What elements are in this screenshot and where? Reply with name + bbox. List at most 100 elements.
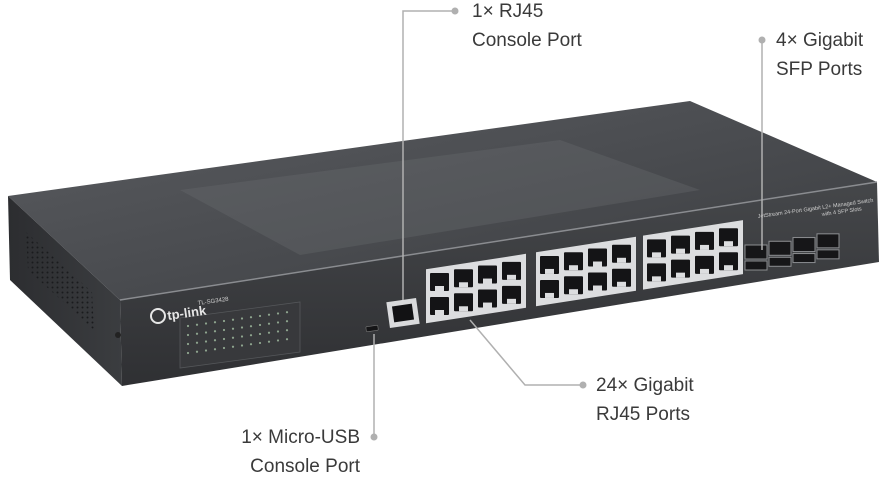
port-led bbox=[231, 327, 235, 330]
rj45-port-latch bbox=[459, 282, 468, 288]
port-led bbox=[267, 331, 271, 334]
port-led bbox=[267, 322, 271, 325]
rj45-port-latch bbox=[593, 261, 602, 267]
port-led bbox=[204, 349, 208, 352]
sfp-slot-lower bbox=[744, 260, 768, 271]
rj45-port-block bbox=[426, 220, 743, 324]
rj45-port bbox=[478, 289, 497, 308]
callout-micro-usb-line2: Console Port bbox=[250, 456, 360, 477]
callout-console-rj45-line2: Console Port bbox=[472, 30, 582, 51]
port-led bbox=[186, 342, 190, 346]
port-led bbox=[204, 340, 208, 343]
rj45-port-latch bbox=[569, 265, 578, 271]
rj45-block-frame bbox=[426, 253, 526, 324]
callout-sfp-line2: SFP Ports bbox=[776, 59, 863, 80]
port-led-indicators bbox=[186, 311, 289, 355]
rj45-port-latch bbox=[483, 302, 492, 308]
port-led bbox=[195, 323, 199, 326]
port-led bbox=[276, 312, 280, 315]
port-led bbox=[186, 324, 190, 328]
led-panel bbox=[179, 301, 301, 369]
rj45-port bbox=[430, 297, 449, 315]
port-led bbox=[213, 348, 217, 351]
callout-micro-usb-line1: 1× Micro-USB bbox=[241, 427, 360, 448]
rack-ear-hole bbox=[115, 332, 121, 338]
callout-line-console-rj45 bbox=[402, 10, 455, 300]
sfp-slot bbox=[744, 244, 768, 260]
rj45-port bbox=[540, 255, 559, 274]
port-led bbox=[195, 341, 199, 344]
port-led bbox=[213, 321, 217, 324]
sfp-slot-lower bbox=[792, 253, 816, 264]
callout-rj45-ports-line1: 24× Gigabit bbox=[596, 375, 694, 396]
port-led bbox=[213, 339, 217, 342]
port-led bbox=[276, 321, 280, 324]
callout-rj45-ports: 24× Gigabit RJ45 Ports bbox=[596, 371, 694, 429]
rj45-port bbox=[454, 293, 473, 312]
rj45-port-latch bbox=[507, 274, 516, 280]
front-label-line2: with 4 SFP Slots bbox=[820, 206, 862, 218]
port-led bbox=[186, 333, 190, 337]
port-led bbox=[195, 332, 199, 335]
rj45-port bbox=[612, 268, 631, 287]
sfp-slot-lower bbox=[768, 256, 792, 267]
rj45-port-latch bbox=[545, 292, 554, 298]
port-led bbox=[285, 329, 289, 332]
port-led bbox=[231, 318, 235, 321]
front-top-edge bbox=[119, 181, 878, 301]
rj45-port bbox=[454, 269, 473, 288]
callout-console-rj45-line1: 1× RJ45 bbox=[472, 1, 544, 22]
rj45-port bbox=[540, 279, 559, 298]
rj45-port bbox=[564, 276, 583, 295]
switch-top-surface bbox=[8, 101, 877, 300]
port-led bbox=[240, 335, 244, 338]
rj45-port-latch bbox=[507, 298, 516, 304]
callout-console-rj45: 1× RJ45 Console Port bbox=[472, 0, 582, 55]
port-led bbox=[240, 317, 244, 320]
sfp-slot bbox=[792, 237, 816, 253]
callout-line-rj45-ports bbox=[469, 319, 583, 386]
rj45-port-latch bbox=[617, 257, 626, 263]
callout-rj45-ports-line2: RJ45 Ports bbox=[596, 404, 690, 425]
rj45-port bbox=[695, 255, 714, 274]
console-rj45-jack bbox=[391, 303, 415, 323]
rj45-port bbox=[695, 231, 714, 250]
port-led bbox=[222, 328, 226, 332]
rj45-port-latch bbox=[545, 268, 554, 274]
rj45-port bbox=[671, 259, 690, 278]
rj45-port-latch bbox=[483, 278, 492, 284]
rj45-port-latch bbox=[459, 306, 468, 312]
port-led bbox=[222, 346, 226, 350]
top-highlight bbox=[180, 140, 700, 255]
rj45-port-latch bbox=[652, 252, 661, 258]
left-vent-grid bbox=[26, 232, 94, 330]
port-led bbox=[195, 350, 199, 353]
port-led bbox=[240, 326, 244, 329]
callout-lines bbox=[370, 7, 766, 441]
sfp-slot-lower bbox=[816, 249, 840, 260]
rj45-port-latch bbox=[700, 244, 709, 250]
port-led bbox=[258, 341, 262, 345]
rj45-port-latch bbox=[724, 265, 733, 271]
rj45-port-latch bbox=[435, 310, 444, 315]
port-led bbox=[285, 320, 289, 323]
rj45-port bbox=[430, 273, 449, 291]
port-led bbox=[186, 351, 190, 355]
rj45-port bbox=[564, 252, 583, 271]
rj45-port bbox=[612, 244, 631, 263]
callout-sfp: 4× Gigabit SFP Ports bbox=[776, 26, 863, 84]
rj45-port bbox=[478, 265, 497, 284]
callout-micro-usb: 1× Micro-USB Console Port bbox=[222, 423, 360, 481]
rj45-port-latch bbox=[700, 268, 709, 274]
rj45-block-frame bbox=[643, 220, 743, 290]
port-led bbox=[240, 344, 244, 347]
rj45-port-latch bbox=[652, 276, 661, 282]
rj45-port bbox=[588, 272, 607, 291]
port-led bbox=[222, 319, 226, 323]
port-led bbox=[267, 313, 271, 316]
rj45-port bbox=[502, 285, 521, 304]
callout-sfp-line1: 4× Gigabit bbox=[776, 30, 864, 51]
rj45-port-latch bbox=[676, 272, 685, 278]
rj45-port bbox=[719, 228, 738, 247]
